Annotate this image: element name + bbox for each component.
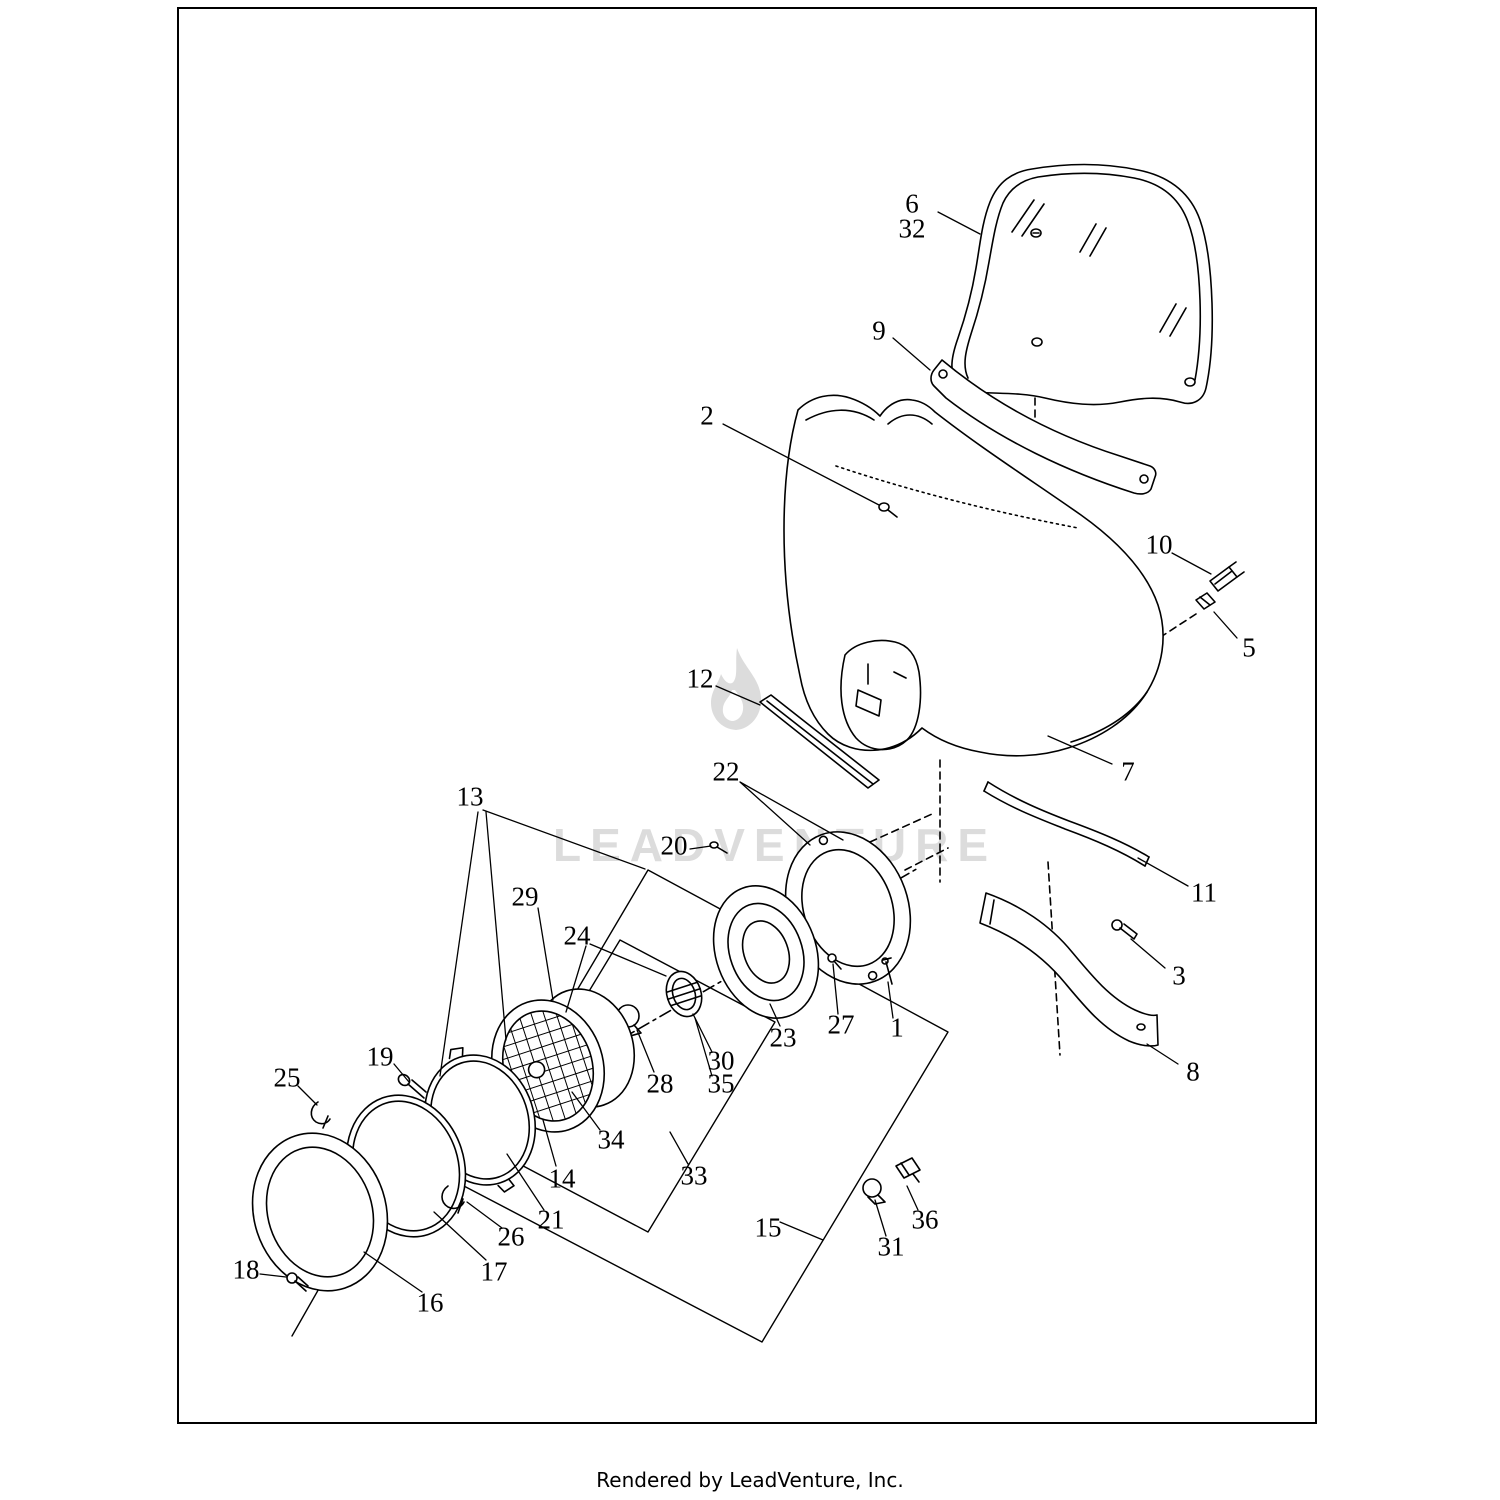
callout-24: 24 xyxy=(563,920,591,951)
callout-35: 35 xyxy=(707,1068,735,1099)
callout-2: 2 xyxy=(700,400,714,431)
callout-30: 30 xyxy=(707,1045,735,1076)
screw-item-3 xyxy=(1111,919,1138,940)
fastener-items-10-5 xyxy=(1195,561,1245,610)
callout-8: 8 xyxy=(1186,1056,1200,1087)
callout-11: 11 xyxy=(1191,877,1217,908)
windshield xyxy=(951,163,1214,406)
callout-17: 17 xyxy=(480,1256,508,1287)
callout-31: 31 xyxy=(877,1231,905,1262)
callout-28: 28 xyxy=(646,1068,674,1099)
trim-ring-outer xyxy=(251,1132,389,1292)
callout-25: 25 xyxy=(273,1062,301,1093)
callout-21: 21 xyxy=(537,1204,565,1235)
clip-item-25 xyxy=(310,1101,331,1129)
callout-36: 36 xyxy=(911,1204,939,1235)
callout-22: 22 xyxy=(712,756,740,787)
screw-item-27 xyxy=(827,953,842,970)
page-border xyxy=(177,7,1317,1424)
callout-6: 6 xyxy=(905,188,919,219)
callout-13: 13 xyxy=(456,781,484,812)
headlamp-cavity xyxy=(840,639,922,751)
callout-15: 15 xyxy=(754,1212,782,1243)
adapter-ring xyxy=(712,885,820,1019)
mounting-bracket xyxy=(979,892,1159,1047)
trim-strip xyxy=(759,694,880,789)
callout-10: 10 xyxy=(1145,529,1173,560)
glass-hatch-marks xyxy=(1011,199,1187,337)
windshield-trim-bracket xyxy=(930,359,1157,495)
callout-14: 14 xyxy=(548,1163,576,1194)
callout-32: 32 xyxy=(898,213,926,244)
callout-34: 34 xyxy=(597,1124,625,1155)
callout-27: 27 xyxy=(827,1009,855,1040)
renderer-credit: Rendered by LeadVenture, Inc. xyxy=(596,1468,904,1492)
clip-item-26 xyxy=(441,1185,465,1214)
callout-9: 9 xyxy=(872,315,886,346)
callout-20: 20 xyxy=(660,830,688,861)
callout-1: 1 xyxy=(890,1012,904,1043)
callout-3: 3 xyxy=(1172,960,1186,991)
socket-item-36 xyxy=(895,1157,921,1183)
screw-item-20 xyxy=(709,841,728,854)
callout-23: 23 xyxy=(769,1022,797,1053)
callout-18: 18 xyxy=(232,1254,260,1285)
callout-19: 19 xyxy=(366,1041,394,1072)
screw-item-2 xyxy=(878,502,898,518)
callout-12: 12 xyxy=(686,663,714,694)
outer-fairing xyxy=(783,394,1164,757)
leader-lines xyxy=(259,211,1238,1293)
bulb-retainer xyxy=(665,970,703,1018)
watermark-flame-icon xyxy=(711,648,762,730)
callout-7: 7 xyxy=(1121,756,1135,787)
callout-16: 16 xyxy=(416,1287,444,1318)
callout-29: 29 xyxy=(511,881,539,912)
callout-33: 33 xyxy=(680,1160,708,1191)
callout-26: 26 xyxy=(497,1221,525,1252)
screw-item-1 xyxy=(881,957,893,985)
support-rod xyxy=(983,781,1150,867)
callout-5: 5 xyxy=(1242,632,1256,663)
screw-item-19 xyxy=(397,1073,427,1099)
bulb-item-31 xyxy=(862,1178,886,1205)
screw-item-18 xyxy=(286,1272,309,1292)
